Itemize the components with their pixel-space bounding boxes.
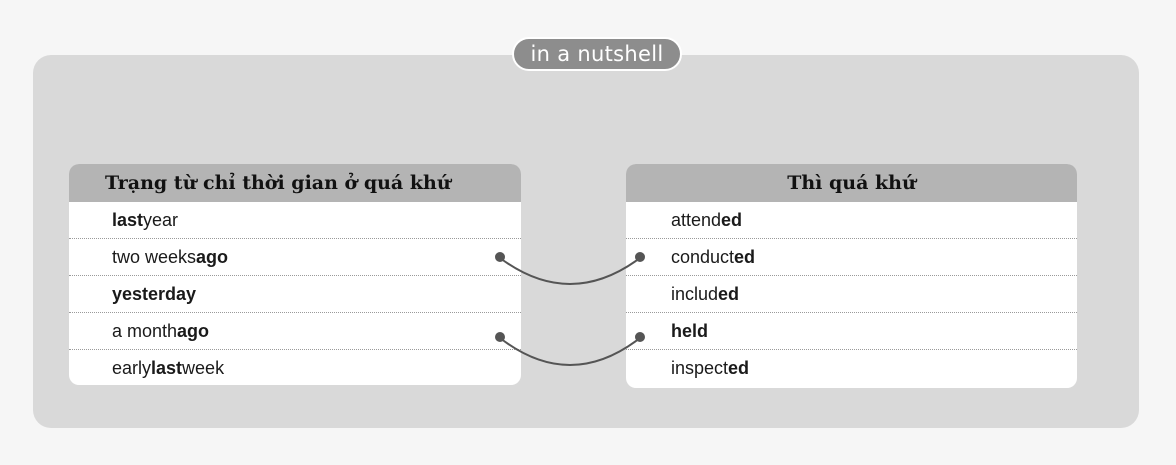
- past-tense-header: Thì quá khứ: [626, 164, 1077, 202]
- row-text-bold: ed: [718, 283, 740, 304]
- row-text-pre: early: [112, 358, 152, 378]
- row-text-pre: inspect: [671, 358, 729, 378]
- row-text-pre: conduct: [671, 246, 735, 267]
- time-adverbs-list: last year two weeks ago yesterday a mont…: [69, 202, 521, 385]
- row-text-post: year: [143, 209, 179, 230]
- row-text-bold: ago: [177, 320, 210, 341]
- row-text-pre: two weeks: [112, 246, 197, 267]
- row-text-bold: yesterday: [112, 283, 197, 304]
- row-text-pre: a month: [112, 320, 178, 341]
- row-text-bold: last: [151, 358, 183, 378]
- list-item: early last week: [69, 350, 521, 385]
- row-text-post: week: [182, 358, 225, 378]
- list-item: a month ago: [69, 313, 521, 350]
- row-text-bold: held: [671, 320, 709, 341]
- time-adverbs-card: Trạng từ chỉ thời gian ở quá khứ last ye…: [69, 164, 521, 385]
- row-text-bold: last: [112, 209, 144, 230]
- nutshell-badge: in a nutshell: [512, 37, 682, 71]
- row-text-bold: ed: [728, 358, 750, 378]
- list-item: held: [626, 313, 1077, 350]
- list-item: last year: [69, 202, 521, 239]
- row-text-pre: attend: [671, 209, 722, 230]
- time-adverbs-header: Trạng từ chỉ thời gian ở quá khứ: [69, 164, 521, 202]
- row-text-bold: ed: [721, 209, 743, 230]
- list-item: two weeks ago: [69, 239, 521, 276]
- list-item: yesterday: [69, 276, 521, 313]
- row-text-bold: ed: [734, 246, 756, 267]
- row-text-bold: ago: [196, 246, 229, 267]
- row-text-pre: includ: [671, 283, 719, 304]
